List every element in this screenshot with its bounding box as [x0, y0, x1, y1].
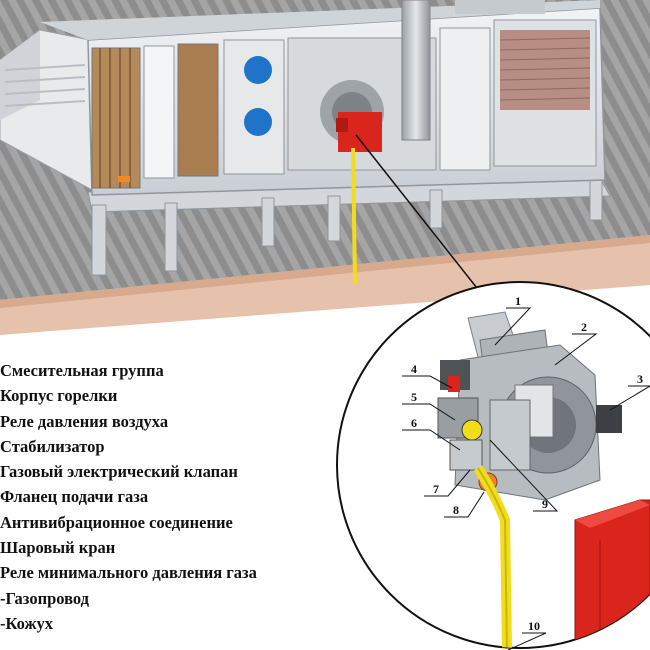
legend-item-min-gas-pressure-relay: Реле минимального давления газа	[0, 563, 257, 583]
legend-item-antivibration-joint: Антивибрационное соединение	[0, 512, 233, 532]
callout-2: 2	[581, 320, 587, 334]
legend-item-ball-valve: Шаровый кран	[0, 538, 116, 558]
callout-4: 4	[411, 362, 417, 376]
callout-10: 10	[528, 619, 540, 633]
callout-numbers: 1 2 3 4 5 6 7 8 9 10	[411, 294, 643, 633]
legend-item-gas-solenoid-valve: Газовый электрический клапан	[0, 462, 238, 482]
callout-5: 5	[411, 390, 417, 404]
callout-1: 1	[515, 294, 521, 308]
callout-8: 8	[453, 503, 459, 517]
callout-3: 3	[637, 372, 643, 386]
component-legend: Смесительная группа Корпус горелки Реле …	[0, 358, 340, 636]
zoom-leader-line	[355, 134, 489, 303]
zoom-detail	[336, 281, 650, 649]
legend-item-gas-flange: Фланец подачи газа	[0, 487, 149, 507]
callout-9: 9	[542, 497, 548, 511]
legend-item-gas-pipeline: -Газопровод	[0, 588, 90, 608]
legend-item-stabilizer: Стабилизатор	[0, 436, 105, 456]
legend-item-mixing-group: Смесительная группа	[0, 361, 164, 380]
roof-gas-pipe	[351, 147, 357, 285]
legend-item-air-pressure-relay: Реле давления воздуха	[0, 411, 169, 431]
support-frame	[87, 177, 611, 276]
brick-parapet	[0, 235, 650, 335]
legend-item-housing: -Кожух	[0, 613, 53, 633]
callout-7: 7	[433, 482, 439, 496]
legend-item-burner-body: Корпус горелки	[0, 386, 118, 406]
callout-lines	[402, 307, 650, 650]
callout-6: 6	[411, 416, 417, 430]
air-handling-unit	[0, 0, 606, 196]
